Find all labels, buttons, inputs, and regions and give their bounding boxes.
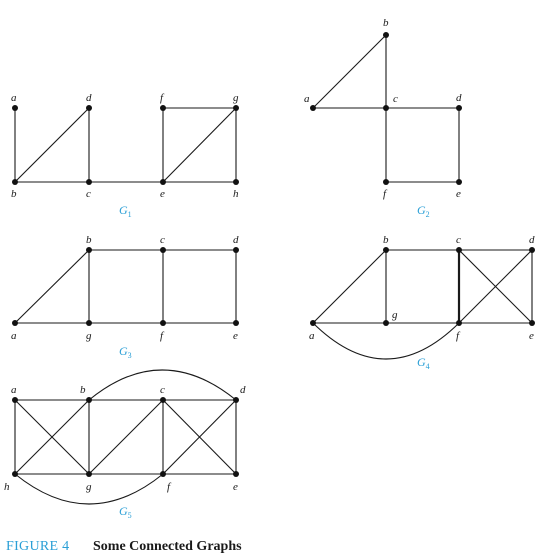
g5-vertex-h: [12, 471, 18, 477]
g1-vertex-d: [86, 105, 92, 111]
g1-vertex-e: [160, 179, 166, 185]
g5-edge-h-f-arc: [14, 473, 164, 505]
g5-label-e: e: [233, 481, 238, 493]
g4-label-d: d: [529, 234, 535, 246]
g4-label-c: c: [456, 234, 461, 246]
g1-label-g: g: [233, 92, 239, 104]
g2-vertex-d: [456, 105, 462, 111]
g4-vertex-a: [310, 320, 316, 326]
g3-label-f: f: [160, 330, 165, 342]
g5-label-d: d: [240, 384, 246, 396]
g4-vertex-e: [529, 320, 535, 326]
g5-vertex-a: [12, 397, 18, 403]
g5-title: G5: [119, 504, 132, 520]
graph-g2: b a c d f e G2: [304, 17, 462, 219]
g3-vertex-d: [233, 247, 239, 253]
caption-text: Some Connected Graphs: [93, 539, 242, 554]
graph-g5: a b c d h g f e G5: [4, 369, 246, 520]
g3-vertex-f: [160, 320, 166, 326]
g5-vertex-e: [233, 471, 239, 477]
g5-edge-g-c: [88, 399, 164, 475]
g3-vertex-g: [86, 320, 92, 326]
g2-vertex-a: [310, 105, 316, 111]
graph-g1: a d b c f g e h G1: [11, 92, 239, 219]
g5-label-h: h: [4, 481, 10, 493]
g2-label-c: c: [393, 93, 398, 105]
g4-edge-a-f-arc: [312, 322, 460, 360]
g1-edge-b-d: [14, 107, 90, 183]
g3-label-g: g: [86, 330, 92, 342]
caption-figure-number: FIGURE 4: [6, 539, 69, 554]
g5-edge-b-h: [14, 399, 90, 475]
g4-vertex-f: [456, 320, 462, 326]
g2-edge-a-b: [312, 34, 387, 109]
g4-label-a: a: [309, 330, 315, 342]
g3-edge-a-b: [14, 249, 90, 324]
g1-label-e: e: [160, 188, 165, 200]
g1-label-c: c: [86, 188, 91, 200]
g2-label-f: f: [383, 188, 388, 200]
g5-vertex-b: [86, 397, 92, 403]
g3-label-b: b: [86, 234, 92, 246]
g3-vertex-c: [160, 247, 166, 253]
g4-title: G4: [417, 355, 430, 371]
g3-vertex-a: [12, 320, 18, 326]
g1-vertex-c: [86, 179, 92, 185]
g2-title: G2: [417, 203, 430, 219]
g1-edge-e-g: [162, 107, 237, 183]
g3-label-a: a: [11, 330, 17, 342]
g5-label-a: a: [11, 384, 17, 396]
g4-vertex-d: [529, 247, 535, 253]
g1-label-b: b: [11, 188, 17, 200]
g5-vertex-f: [160, 471, 166, 477]
g4-edge-d-f: [458, 249, 533, 324]
g5-edge-d-f: [162, 399, 237, 475]
g4-vertex-g: [383, 320, 389, 326]
g1-label-d: d: [86, 92, 92, 104]
graph-g3: b c d a g f e G3: [11, 234, 239, 360]
g2-vertex-c: [383, 105, 389, 111]
g4-label-b: b: [383, 234, 389, 246]
g3-vertex-b: [86, 247, 92, 253]
g2-label-e: e: [456, 188, 461, 200]
g4-edge-a-b: [312, 249, 387, 324]
g1-label-a: a: [11, 92, 17, 104]
figure-caption: FIGURE 4 Some Connected Graphs: [6, 539, 242, 554]
g5-label-b: b: [80, 384, 86, 396]
g5-label-f: f: [167, 481, 172, 493]
g2-label-d: d: [456, 92, 462, 104]
g5-vertex-d: [233, 397, 239, 403]
g3-title: G3: [119, 344, 132, 360]
g1-vertex-a: [12, 105, 18, 111]
g5-label-c: c: [160, 384, 165, 396]
g2-label-a: a: [304, 93, 310, 105]
g1-vertex-f: [160, 105, 166, 111]
g1-label-h: h: [233, 188, 239, 200]
g3-label-e: e: [233, 330, 238, 342]
g3-label-c: c: [160, 234, 165, 246]
graph-g4: b c d a g f e G4: [309, 234, 535, 371]
g2-label-b: b: [383, 17, 389, 29]
g5-label-g: g: [86, 481, 92, 493]
g5-vertex-c: [160, 397, 166, 403]
g1-vertex-b: [12, 179, 18, 185]
g4-vertex-b: [383, 247, 389, 253]
g3-label-d: d: [233, 234, 239, 246]
g2-vertex-b: [383, 32, 389, 38]
g1-vertex-h: [233, 179, 239, 185]
g4-vertex-c: [456, 247, 462, 253]
g5-vertex-g: [86, 471, 92, 477]
g4-label-f: f: [456, 330, 461, 342]
g5-edge-b-d-arc: [88, 369, 237, 401]
g3-vertex-e: [233, 320, 239, 326]
g1-label-f: f: [160, 92, 165, 104]
g4-label-g: g: [392, 309, 398, 321]
g1-vertex-g: [233, 105, 239, 111]
g1-title: G1: [119, 203, 132, 219]
g2-vertex-e: [456, 179, 462, 185]
g4-label-e: e: [529, 330, 534, 342]
g2-vertex-f: [383, 179, 389, 185]
